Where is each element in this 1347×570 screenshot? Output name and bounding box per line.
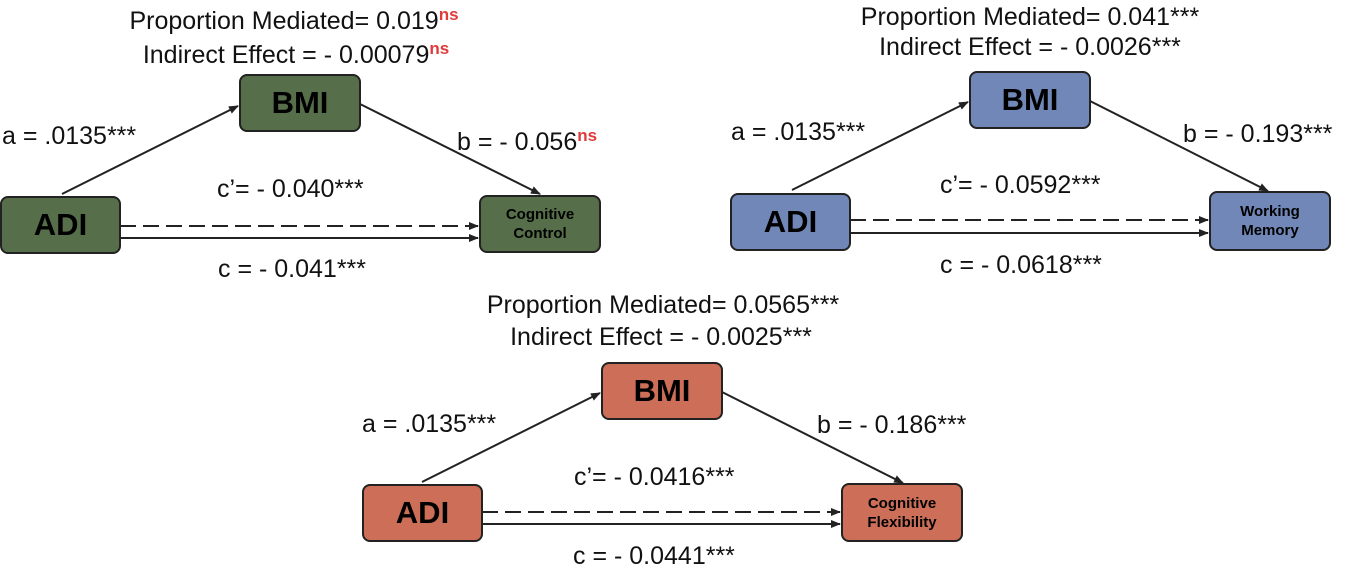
panel2-predictor-box: ADI [730,193,851,251]
panel2-mediator-box: BMI [969,71,1091,129]
panel2-path-c-label: c = - 0.0618*** [940,251,1102,279]
panel1-path-b-label: b = - 0.056ns [457,126,598,156]
panel1-outcome-box: Cognitive Control [479,195,601,253]
panel3-proportion-mediated: Proportion Mediated= 0.0565*** [486,291,840,319]
panel3-predictor-box: ADI [362,484,483,542]
panel2-outcome-box: Working Memory [1209,191,1331,251]
panel3-indirect-effect: Indirect Effect = - 0.0025*** [510,323,812,351]
panel3-path-b-arrow [721,391,904,484]
panel1-mediator-box: BMI [239,74,361,132]
panel2-path-a-label: a = .0135*** [731,118,866,146]
panel1-predictor-box: ADI [0,196,121,254]
panel3-outcome-box: Cognitive Flexibility [841,483,963,542]
panel1-indirect-effect: Indirect Effect = - 0.00079ns [142,39,450,69]
panel1-path-c-label: c = - 0.041*** [218,255,367,283]
panel3-path-b-label: b = - 0.186*** [817,411,967,439]
panel1-path-a-arrow [61,105,239,195]
panel1-proportion-mediated: Proportion Mediated= 0.019ns [129,5,459,35]
panel1-b-ns-mark: ns [577,126,598,145]
panel2-path-b-label: b = - 0.193*** [1183,120,1333,148]
panel3-path-c-prime-label: c’= - 0.0416*** [574,463,735,491]
panel3-mediator-box: BMI [601,362,723,420]
panel3-path-a-arrow [421,392,601,483]
panel1-path-c-prime-label: c’= - 0.040*** [217,175,364,203]
panel2-path-a-arrow [791,101,969,191]
panel2-indirect-effect: Indirect Effect = - 0.0026*** [879,33,1181,61]
panel1-path-b-arrow [359,103,541,195]
panel3-path-a-label: a = .0135*** [362,410,497,438]
panel2-proportion-mediated: Proportion Mediated= 0.041*** [860,3,1200,31]
panel3-path-c-label: c = - 0.0441*** [573,542,735,570]
panel2-path-b-arrow [1089,100,1269,192]
panel2-path-c-prime-label: c’= - 0.0592*** [940,171,1101,199]
panel1-indirect-ns-mark: ns [429,39,450,58]
panel1-proportion-ns-mark: ns [438,5,459,24]
panel1-path-a-label: a = .0135*** [2,122,137,150]
